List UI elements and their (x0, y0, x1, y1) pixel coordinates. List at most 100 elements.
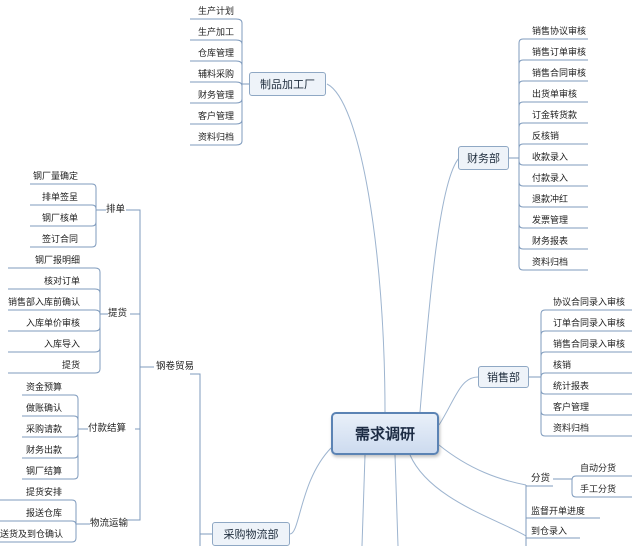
finance-item[interactable]: 反核销 (532, 132, 560, 142)
factory-item[interactable]: 客户管理 (197, 112, 234, 122)
paidan-link (91, 242, 97, 248)
connector-root-finance (419, 157, 460, 413)
paidan-item[interactable]: 签订合同 (41, 235, 78, 245)
factory-item[interactable]: 辅料采购 (197, 70, 234, 80)
finance-item[interactable]: 销售协议审核 (532, 27, 587, 37)
finance-item[interactable]: 退款冲红 (532, 195, 569, 205)
sales-item[interactable]: 客户管理 (553, 403, 590, 413)
transport-item[interactable]: 报送仓库 (25, 509, 62, 519)
group-tihuo[interactable]: 提货 (108, 308, 128, 319)
fenhuo-item[interactable]: 手工分货 (580, 485, 617, 495)
connector-root-down-1 (361, 454, 366, 546)
sales-link (540, 410, 546, 416)
payment-link (73, 453, 79, 459)
sales-item[interactable]: 订单合同录入审核 (553, 319, 626, 329)
paidan-item[interactable]: 钢厂核单 (41, 214, 78, 224)
tihuo-item[interactable]: 销售部入库前确认 (7, 298, 80, 308)
dept-purchasing[interactable]: 采购物流部 (212, 522, 290, 546)
tihuo-item[interactable]: 提货 (61, 361, 80, 371)
connector-root-down-2 (394, 454, 399, 546)
payment-item[interactable]: 采购请款 (25, 425, 62, 435)
paidan-item[interactable]: 排单签呈 (41, 193, 78, 203)
fenhuo-item[interactable]: 自动分货 (580, 464, 617, 474)
finance-link (518, 143, 524, 149)
finance-item[interactable]: 销售订单审核 (532, 48, 587, 58)
steel-spine (126, 209, 141, 521)
fenhuo-link (571, 492, 577, 498)
sales-link (540, 431, 546, 437)
paidan-item[interactable]: 钢厂量确定 (32, 172, 78, 182)
tihuo-link (94, 309, 101, 315)
finance-link (518, 59, 524, 65)
finance-link (518, 181, 524, 187)
group-transport[interactable]: 物流运输 (90, 518, 129, 529)
sales-link (540, 309, 546, 315)
tihuo-item[interactable]: 核对订单 (43, 277, 80, 287)
sales-item[interactable]: 协议合同录入审核 (553, 298, 626, 308)
logistics-item[interactable]: 监督开单进度 (531, 507, 586, 517)
finance-item[interactable]: 销售合同审核 (532, 69, 587, 79)
finance-link (518, 101, 524, 107)
factory-item[interactable]: 仓库管理 (197, 49, 234, 59)
finance-item[interactable]: 发票管理 (532, 216, 569, 226)
tihuo-link (94, 267, 101, 273)
factory-item[interactable]: 资料归档 (197, 133, 234, 143)
branch-steel-trade[interactable]: 钢卷贸易 (156, 361, 195, 372)
factory-item[interactable]: 财务管理 (197, 91, 234, 101)
sales-item[interactable]: 资料归档 (553, 424, 590, 434)
dept-sales[interactable]: 销售部 (478, 366, 529, 388)
finance-item[interactable]: 收款录入 (532, 153, 569, 163)
tihuo-link (94, 347, 101, 353)
finance-link (518, 202, 524, 208)
finance-item[interactable]: 出货单审核 (532, 90, 578, 100)
finance-link (518, 244, 524, 250)
root-topic[interactable]: 需求调研 (331, 412, 439, 455)
transport-link (71, 520, 77, 526)
factory-link (235, 81, 243, 87)
tihuo-item[interactable]: 钢厂报明细 (34, 256, 80, 266)
logistics-item[interactable]: 到仓录入 (531, 527, 568, 537)
connector-root-sales (438, 376, 479, 426)
sales-link (540, 330, 546, 336)
dept-finance[interactable]: 财务部 (458, 146, 509, 170)
tihuo-item[interactable]: 入库导入 (43, 340, 80, 350)
payment-item[interactable]: 财务出款 (25, 446, 62, 456)
tihuo-link (94, 288, 101, 294)
sales-link (540, 389, 546, 395)
branch-fenhuo[interactable]: 分货 (531, 473, 551, 484)
finance-item[interactable]: 资料归档 (532, 258, 569, 268)
finance-link (518, 265, 524, 271)
payment-item[interactable]: 做账确认 (25, 404, 62, 414)
sales-item[interactable]: 核销 (553, 361, 572, 371)
finance-item[interactable]: 财务报表 (532, 237, 569, 247)
factory-item[interactable]: 生产加工 (197, 28, 234, 38)
transport-item[interactable]: 送货及到仓确认 (0, 530, 64, 540)
factory-link (235, 18, 243, 24)
payment-link (73, 394, 79, 400)
group-paidan[interactable]: 排单 (106, 204, 126, 215)
sales-item[interactable]: 统计报表 (553, 382, 590, 392)
factory-link (235, 140, 243, 146)
sales-link (540, 372, 546, 378)
group-payment[interactable]: 付款结算 (88, 423, 127, 434)
payment-item[interactable]: 钢厂结算 (25, 467, 62, 477)
finance-item[interactable]: 订金转货款 (532, 111, 578, 121)
finance-link (518, 223, 524, 229)
paidan-link (91, 204, 97, 210)
transport-link (71, 499, 77, 505)
tihuo-item[interactable]: 入库单价审核 (25, 319, 80, 329)
finance-link (518, 122, 524, 128)
factory-link (235, 60, 243, 66)
transport-item[interactable]: 提货安排 (25, 488, 62, 498)
factory-item[interactable]: 生产计划 (197, 7, 234, 17)
finance-link (518, 80, 524, 86)
factory-link (235, 119, 243, 125)
steel-to-purchasing (190, 373, 201, 546)
dept-factory[interactable]: 制品加工厂 (249, 72, 326, 96)
finance-item[interactable]: 付款录入 (532, 174, 569, 184)
paidan-link (91, 221, 97, 227)
sales-item[interactable]: 销售合同录入审核 (553, 340, 626, 350)
payment-item[interactable]: 资金预算 (25, 383, 62, 393)
